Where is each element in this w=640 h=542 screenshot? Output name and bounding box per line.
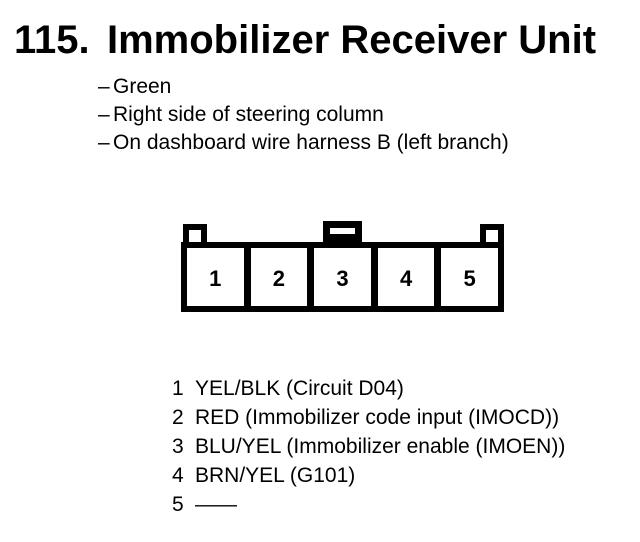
item-number: 115. (14, 18, 90, 62)
note-location: – Right side of steering column (98, 101, 509, 129)
connector-diagram: 1 2 3 4 5 (181, 221, 504, 312)
pin-number: 4 (172, 464, 184, 487)
pin-description: RED (Immobilizer code input (IMOCD)) (195, 406, 560, 429)
note-text: Right side of steering column (113, 103, 384, 126)
latch-slot (330, 228, 355, 234)
pin-number: 1 (172, 377, 184, 400)
pin-cavity-5: 5 (441, 248, 498, 306)
pinout-row: 1 YEL/BLK (Circuit D04) (172, 374, 565, 403)
mount-tab-left-icon (183, 224, 207, 242)
note-color: – Green (98, 73, 509, 101)
pin-cavity-2: 2 (250, 248, 308, 306)
pin-description: —— (195, 493, 237, 516)
pin-number: 5 (172, 493, 184, 516)
dash-glyph: – (98, 103, 110, 126)
pin-description: BLU/YEL (Immobilizer enable (IMOEN)) (195, 435, 566, 458)
pinout-row: 3 BLU/YEL (Immobilizer enable (IMOEN)) (172, 432, 565, 461)
pin-cavity-3: 3 (314, 248, 371, 306)
mount-tab-right-icon (480, 224, 504, 242)
pin-number: 3 (172, 435, 184, 458)
item-title: Immobilizer Receiver Unit (107, 18, 597, 62)
note-harness: – On dashboard wire harness B (left bran… (98, 129, 509, 157)
pinout-list: 1 YEL/BLK (Circuit D04) 2 RED (Immobiliz… (172, 374, 565, 519)
pinout-row: 5 —— (172, 490, 565, 519)
pin-description: YEL/BLK (Circuit D04) (195, 377, 404, 400)
connector-body: 1 2 3 4 5 (181, 242, 504, 312)
pin-description: BRN/YEL (G101) (195, 464, 356, 487)
dash-glyph: – (98, 75, 110, 98)
location-notes: – Green – Right side of steering column … (98, 73, 509, 157)
pinout-row: 2 RED (Immobilizer code input (IMOCD)) (172, 403, 565, 432)
pinout-row: 4 BRN/YEL (G101) (172, 461, 565, 490)
note-text: Green (113, 75, 172, 98)
pin-cavity-1: 1 (187, 248, 244, 306)
pin-number: 2 (172, 406, 184, 429)
pin-cavity-4: 4 (377, 248, 435, 306)
note-text: On dashboard wire harness B (left branch… (113, 131, 509, 154)
page-title: 115. Immobilizer Receiver Unit (14, 20, 596, 60)
latch-tab-center-icon (323, 221, 362, 242)
dash-glyph: – (98, 131, 110, 154)
